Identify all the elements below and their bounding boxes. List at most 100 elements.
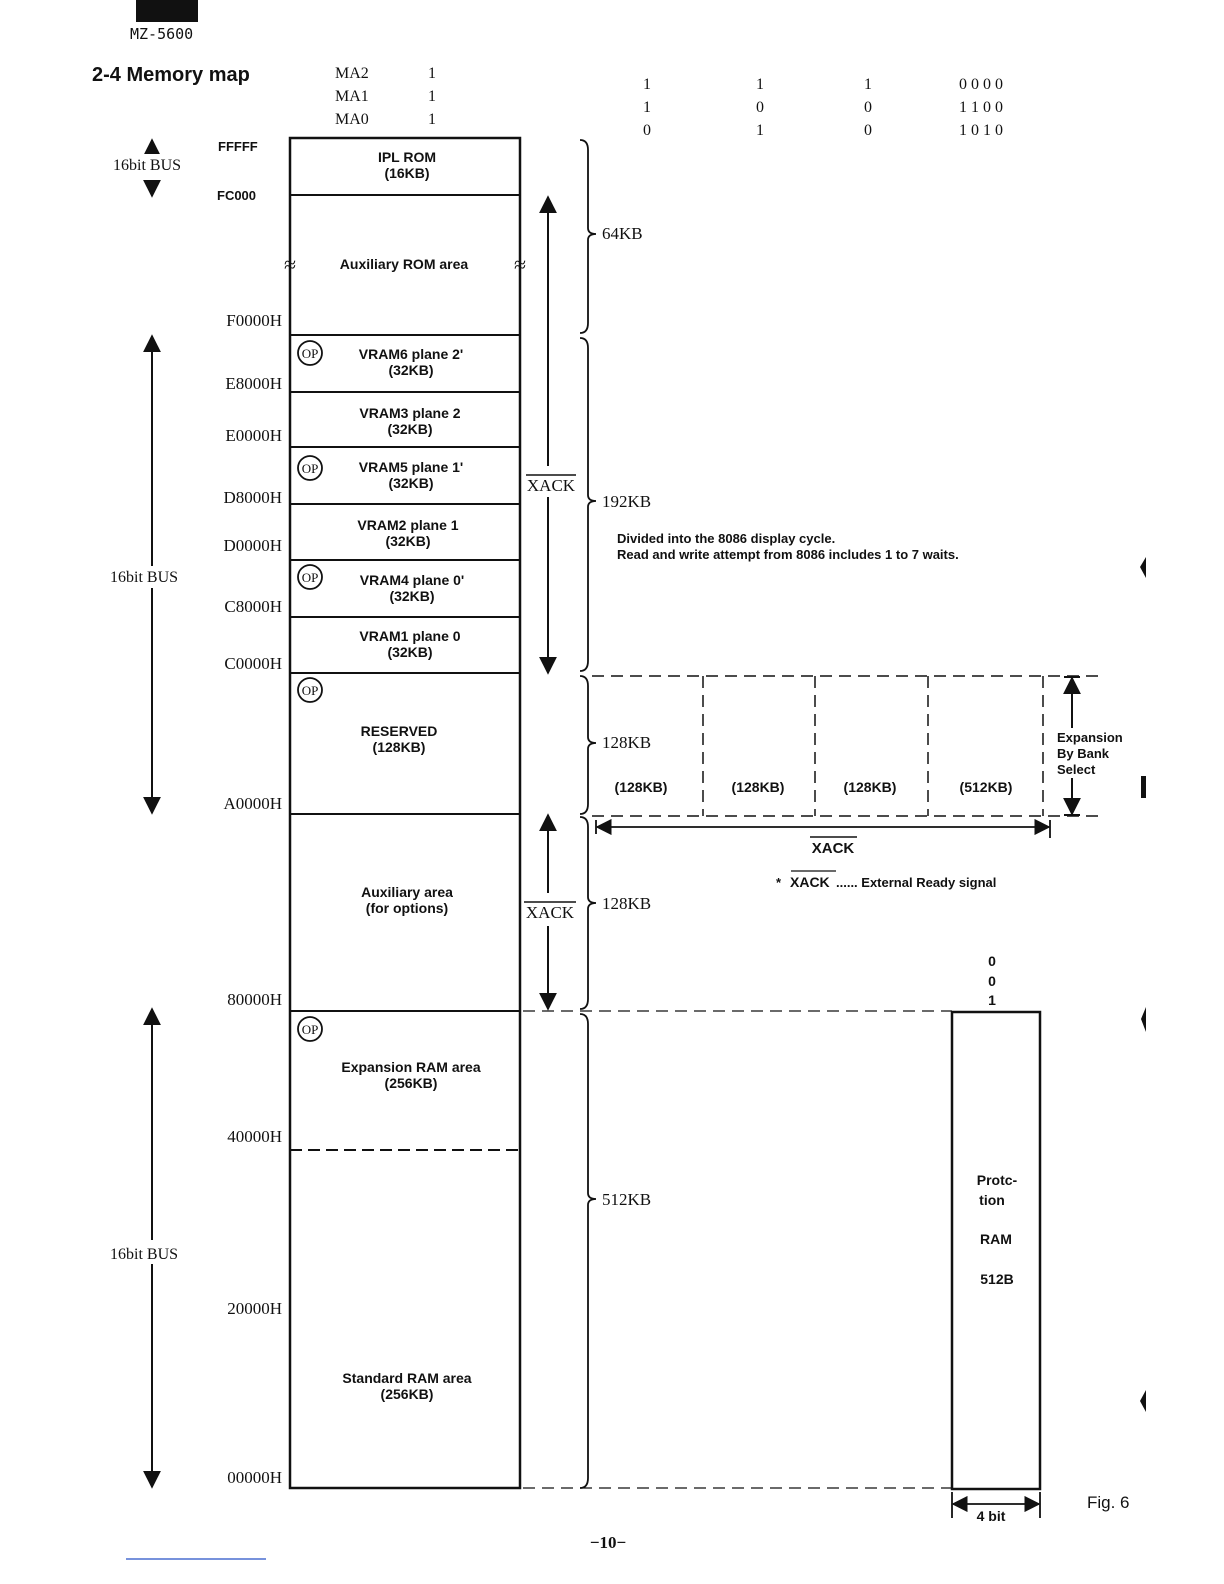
block-name: Auxiliary area bbox=[361, 884, 453, 900]
ma-bit: 1 bbox=[756, 122, 764, 139]
brace-size-label: 64KB bbox=[602, 224, 643, 243]
bus-label-bg bbox=[108, 154, 204, 176]
ma-bit: 1 bbox=[643, 76, 651, 93]
ma-bit: 0 bbox=[864, 122, 872, 139]
xack-note-prefix: * bbox=[776, 875, 782, 890]
ma-bit: 1 bbox=[428, 65, 436, 82]
address-label: 00000H bbox=[227, 1468, 282, 1487]
ma-label: MA1 bbox=[335, 88, 369, 105]
address-label: A0000H bbox=[223, 794, 282, 813]
brace-size-label: 192KB bbox=[602, 492, 651, 511]
xack-note-text: ...... External Ready signal bbox=[836, 875, 996, 890]
svg-text:OP: OP bbox=[302, 570, 319, 585]
ma-bit: 0 bbox=[864, 99, 872, 116]
address-label: C0000H bbox=[224, 654, 282, 673]
protection-bit: 1 bbox=[988, 992, 996, 1008]
bit-width-label: 4 bit bbox=[977, 1508, 1006, 1524]
address-label: E0000H bbox=[225, 426, 282, 445]
expansion-label: Select bbox=[1057, 762, 1096, 777]
bank-size-label: (128KB) bbox=[615, 779, 668, 795]
binder-mark-icon bbox=[1141, 776, 1146, 798]
svg-text:OP: OP bbox=[302, 683, 319, 698]
block-name: Standard RAM area bbox=[342, 1370, 471, 1386]
ma-bit: 1 bbox=[756, 76, 764, 93]
ma-bit: 1 1 0 0 bbox=[959, 99, 1003, 116]
ma-bit: 1 bbox=[428, 111, 436, 128]
model-label: MZ-5600 bbox=[130, 25, 193, 43]
binder-mark-icon bbox=[1140, 1390, 1146, 1412]
address-label: FC000 bbox=[217, 188, 256, 203]
expansion-banks bbox=[592, 675, 1098, 817]
block-size: (256KB) bbox=[385, 1075, 438, 1091]
memory-column bbox=[288, 136, 522, 1490]
xack-label: XACK bbox=[527, 476, 576, 495]
ma-label: MA2 bbox=[335, 65, 369, 82]
op-markers: OP OP OP OP OP bbox=[297, 340, 323, 1042]
protection-label: tion bbox=[979, 1192, 1005, 1208]
block-name: VRAM3 plane 2 bbox=[359, 405, 460, 421]
protection-bit: 0 bbox=[988, 953, 996, 969]
bank-size-label: (512KB) bbox=[960, 779, 1013, 795]
display-note-line: Read and write attempt from 8086 include… bbox=[617, 547, 959, 562]
block-name: RESERVED bbox=[361, 723, 438, 739]
xack-label: XACK bbox=[526, 903, 575, 922]
op-marker-icon: OP bbox=[297, 564, 323, 590]
svg-text:OP: OP bbox=[302, 346, 319, 361]
ma-bit: 1 bbox=[428, 88, 436, 105]
protection-label: Protc- bbox=[977, 1172, 1018, 1188]
address-label: E8000H bbox=[225, 374, 282, 393]
op-marker-icon: OP bbox=[297, 1016, 323, 1042]
xack-span-arrow bbox=[595, 818, 1051, 838]
expansion-label-bg bbox=[1055, 728, 1125, 778]
protection-label: RAM bbox=[980, 1231, 1012, 1247]
block-name: Auxiliary ROM area bbox=[340, 256, 469, 272]
bank-size-label: (128KB) bbox=[844, 779, 897, 795]
section-title: 2-4 Memory map bbox=[92, 64, 250, 86]
ma-bit: 1 0 1 0 bbox=[959, 122, 1003, 139]
block-size: (for options) bbox=[366, 900, 448, 916]
op-marker-icon: OP bbox=[297, 340, 323, 366]
address-label: F0000H bbox=[226, 311, 282, 330]
page-number: −10− bbox=[590, 1533, 626, 1552]
protection-bit: 0 bbox=[988, 973, 996, 989]
ma-bit: 0 bbox=[756, 99, 764, 116]
size-braces bbox=[579, 139, 597, 1489]
protection-label: 512B bbox=[980, 1271, 1013, 1287]
xack-note-signal: XACK bbox=[790, 874, 830, 890]
block-size: (128KB) bbox=[373, 739, 426, 755]
xack-label: XACK bbox=[812, 840, 855, 857]
ma-bit: 1 bbox=[864, 76, 872, 93]
block-size: (32KB) bbox=[388, 475, 433, 491]
ma-label: MA0 bbox=[335, 111, 369, 128]
address-label: 20000H bbox=[227, 1299, 282, 1318]
address-label: 80000H bbox=[227, 990, 282, 1009]
op-marker-icon: OP bbox=[297, 677, 323, 703]
bank-size-label: (128KB) bbox=[732, 779, 785, 795]
address-label: D8000H bbox=[223, 488, 282, 507]
block-size: (256KB) bbox=[381, 1386, 434, 1402]
svg-text:OP: OP bbox=[302, 1022, 319, 1037]
block-name: VRAM4 plane 0' bbox=[360, 572, 464, 588]
block-size: (16KB) bbox=[384, 165, 429, 181]
expansion-label: Expansion bbox=[1057, 730, 1123, 745]
address-label: D0000H bbox=[223, 536, 282, 555]
brace-size-label: 128KB bbox=[602, 733, 651, 752]
block-name: Expansion RAM area bbox=[341, 1059, 480, 1075]
block-size: (32KB) bbox=[385, 533, 430, 549]
address-label: FFFFF bbox=[218, 139, 258, 154]
block-name: VRAM1 plane 0 bbox=[359, 628, 460, 644]
break-mark-icon: ≈ bbox=[284, 252, 296, 277]
block-size: (32KB) bbox=[387, 644, 432, 660]
header-black-tab bbox=[136, 0, 198, 22]
op-marker-icon: OP bbox=[297, 455, 323, 481]
bus-label: 16bit BUS bbox=[110, 1246, 178, 1263]
svg-text:OP: OP bbox=[302, 461, 319, 476]
display-note-line: Divided into the 8086 display cycle. bbox=[617, 531, 835, 546]
binder-mark-icon bbox=[1140, 557, 1146, 578]
bus-label: 16bit BUS bbox=[113, 157, 181, 174]
protection-ram-block bbox=[950, 1010, 1042, 1491]
address-label: 40000H bbox=[227, 1127, 282, 1146]
ma-bit: 1 bbox=[643, 99, 651, 116]
figure-label: Fig. 6 bbox=[1087, 1493, 1130, 1512]
